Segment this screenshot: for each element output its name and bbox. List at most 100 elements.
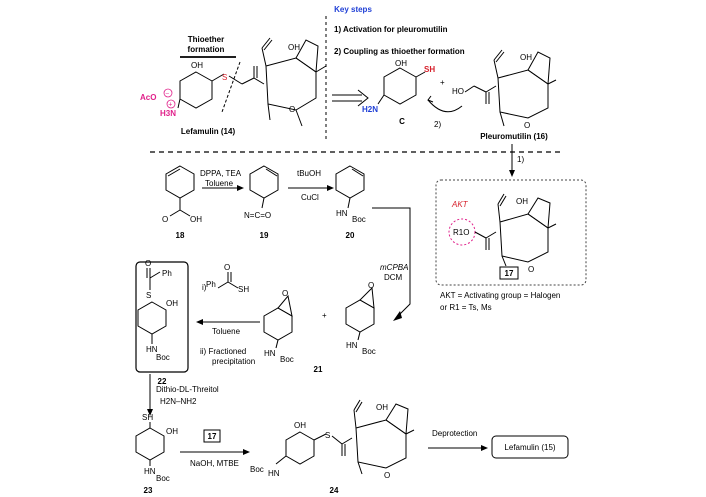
fragment-c-structure: OH SH H2N C + xyxy=(362,59,445,126)
c24-core-oh: OH xyxy=(376,403,388,412)
lef14-core-oh: OH xyxy=(288,43,300,52)
compound-19-label: 19 xyxy=(260,231,269,240)
svg-text:–: – xyxy=(166,92,170,98)
compound-24-label: 24 xyxy=(330,486,339,495)
c22-ph: Ph xyxy=(162,269,172,278)
reagent-cucl: CuCl xyxy=(301,193,319,202)
compound-19-structure: N=C=O 19 xyxy=(244,165,279,240)
c18-oh: OH xyxy=(190,215,202,224)
c17-oh: OH xyxy=(516,197,528,206)
c23-sh: SH xyxy=(142,413,153,422)
reagent-mcpba: mCPBA xyxy=(380,263,408,272)
c23-hn: HN xyxy=(144,467,156,476)
retro-arrow xyxy=(332,89,369,107)
compound-20-structure: HN Boc 20 xyxy=(335,165,366,240)
c21-plus: + xyxy=(322,311,327,320)
arrow-1-label: 1) xyxy=(517,155,524,164)
arrow-20-21 xyxy=(372,207,411,319)
c-h2n: H2N xyxy=(362,105,378,114)
c23-oh: OH xyxy=(166,427,178,436)
compound-23-label: 23 xyxy=(144,486,153,495)
reagent-naoh: NaOH, MTBE xyxy=(190,459,239,468)
c-label: C xyxy=(399,117,405,126)
reagent-i: i) xyxy=(202,283,207,292)
lef14-s: S xyxy=(222,73,227,82)
cyclohexane-ring xyxy=(179,71,213,109)
reagent-toluene-1: Toluene xyxy=(205,179,234,188)
pleuro-ho: HO xyxy=(452,87,464,96)
compound-23-structure: SH OH HN Boc 23 xyxy=(135,413,178,495)
compound-21-label: 21 xyxy=(314,365,323,374)
c20-boc: Boc xyxy=(352,215,366,224)
reagent-toluene-2: Toluene xyxy=(212,327,241,336)
c24-oh: OH xyxy=(294,421,306,430)
coupling-arrow xyxy=(427,99,463,113)
c24-n: HN xyxy=(268,469,280,478)
compound-22-label: 22 xyxy=(158,377,167,386)
c21b-boc: Boc xyxy=(362,347,376,356)
c21a-o: O xyxy=(282,289,288,298)
reagent-tbuoh: tBuOH xyxy=(297,169,321,178)
c-plus: + xyxy=(440,78,445,87)
pleuro-oh: OH xyxy=(520,53,532,62)
c22-hn: HN xyxy=(146,345,158,354)
akt-label: AKT xyxy=(451,200,469,209)
c19-nco: N=C=O xyxy=(244,211,271,220)
c20-hn: HN xyxy=(336,209,348,218)
compound-17-box xyxy=(435,179,587,286)
compound-17-structure: AKT R1O O OH 17 xyxy=(448,193,557,280)
reagent-dppa: DPPA, TEA xyxy=(200,169,242,178)
lef14-h3n: H3N xyxy=(160,109,176,118)
compound-21-structure: O HN Boc + O HN Boc 21 xyxy=(263,281,376,374)
reagent-17-box xyxy=(203,429,221,443)
r1o-label: R1O xyxy=(453,228,469,237)
c22-s: S xyxy=(146,291,151,300)
arrow-2-label: 2) xyxy=(434,120,441,129)
c24-boc: Boc xyxy=(250,465,264,474)
c22-boc: Boc xyxy=(156,353,170,362)
c23-boc: Boc xyxy=(156,474,170,483)
c22-oh: OH xyxy=(166,299,178,308)
c17-ketone-o: O xyxy=(528,265,534,274)
reagent-hydrazine: H2N–NH2 xyxy=(160,397,197,406)
lef14-ketone-o: O xyxy=(289,105,295,114)
akt-definition-2: or R1 = Ts, Ms xyxy=(440,303,492,312)
compound-24-structure: OH S Boc HN O OH 24 xyxy=(250,399,415,495)
thiobenzoic-sh: SH xyxy=(238,285,249,294)
c21a-hn: HN xyxy=(264,349,276,358)
compound-17-number: 17 xyxy=(505,269,514,278)
reagent-dtt: Dithio-DL-Threitol xyxy=(156,385,219,394)
reagent-deprotection: Deprotection xyxy=(432,429,477,438)
c18-o: O xyxy=(162,215,168,224)
compound-17-number-box xyxy=(499,266,519,280)
key-step-1: 1) Activation for pleuromutilin xyxy=(334,25,448,34)
akt-definition-1: AKT = Activating group = Halogen xyxy=(440,291,560,300)
c22-o: O xyxy=(145,259,151,268)
thiobenzoic-o: O xyxy=(224,263,230,272)
reagent-precipitation: precipitation xyxy=(212,357,255,366)
c21a-boc: Boc xyxy=(280,355,294,364)
key-steps-title: Key steps xyxy=(334,5,372,14)
key-step-2: 2) Coupling as thioether formation xyxy=(334,47,465,56)
lefamulin-15-name: Lefamulin (15) xyxy=(504,443,555,452)
c21b-hn: HN xyxy=(346,341,358,350)
thioether-label: Thioether xyxy=(188,35,224,44)
c21b-o: O xyxy=(368,281,374,290)
thiobenzoic-ph: Ph xyxy=(206,280,216,289)
reagent-fractioned: ii) Fractioned xyxy=(200,347,246,356)
c-sh: SH xyxy=(424,65,435,74)
lef14-oh: OH xyxy=(191,61,203,70)
pleuromutilin-16-name: Pleuromutilin (16) xyxy=(480,132,548,141)
lefamulin-14-structure: Thioether formation OH S AcO – H3N + O O… xyxy=(140,35,327,136)
formation-label: formation xyxy=(188,45,225,54)
reagent-dcm: DCM xyxy=(384,273,403,282)
reagent-17: 17 xyxy=(208,432,217,441)
c-oh: OH xyxy=(395,59,407,68)
compound-22-structure: O Ph S OH HN Boc xyxy=(137,259,178,362)
lefamulin-15-box xyxy=(491,435,569,459)
compound-22-box xyxy=(135,261,189,373)
lefamulin-14-name: Lefamulin (14) xyxy=(181,127,236,136)
pleuro-ketone-o: O xyxy=(524,121,530,130)
compound-18-structure: O OH 18 xyxy=(162,165,202,240)
